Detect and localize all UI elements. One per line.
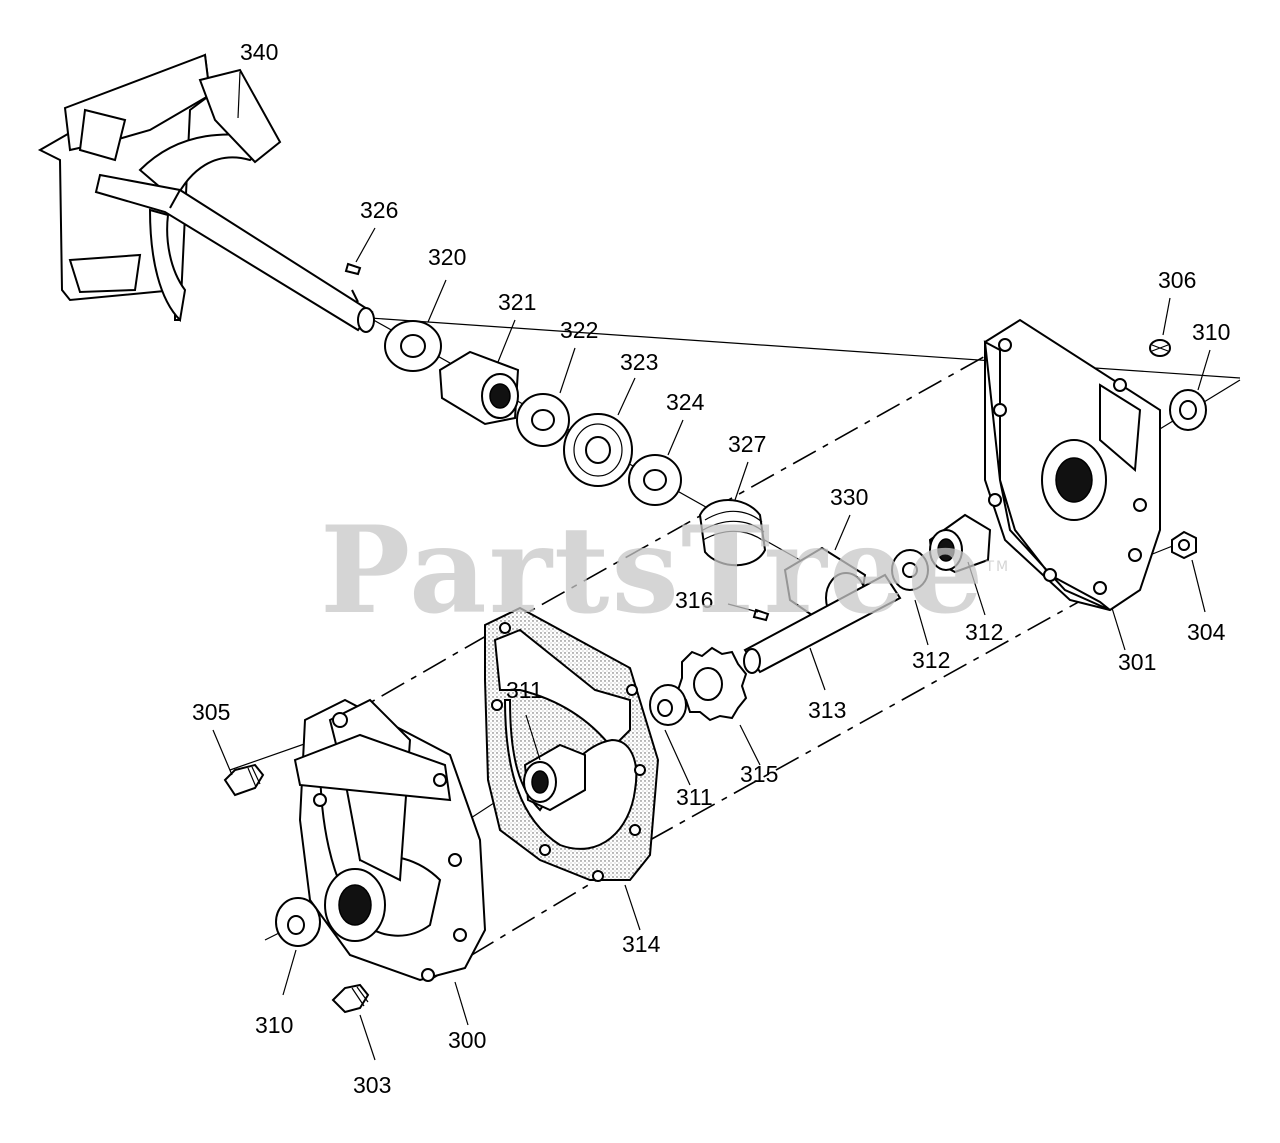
callout-labels: 340 326 320 321 322 323 324 327 330 306 … — [192, 39, 1230, 1098]
callout-323: 323 — [620, 349, 658, 375]
washer-320 — [384, 320, 442, 372]
bolt-305 — [223, 763, 265, 797]
bolt-303 — [331, 983, 370, 1014]
callout-330: 330 — [830, 484, 868, 510]
bushing-311-right — [928, 513, 992, 574]
callout-301: 301 — [1118, 649, 1156, 675]
gear-housing-300 — [293, 698, 487, 982]
callout-303: 303 — [353, 1072, 391, 1098]
washer-312-left — [649, 684, 687, 726]
worm-gear-327 — [698, 499, 767, 567]
callout-320: 320 — [428, 244, 466, 270]
callout-310-left: 310 — [255, 1012, 293, 1038]
callout-322: 322 — [560, 317, 598, 343]
callout-324: 324 — [666, 389, 705, 415]
flange-bushing-310-left — [275, 897, 321, 947]
callout-300: 300 — [448, 1027, 486, 1053]
flange-bushing-310-right — [1169, 389, 1207, 431]
leader-lines — [212, 71, 1211, 1061]
gear-shaft-313 — [743, 573, 902, 674]
key-326 — [344, 262, 362, 276]
spur-gear-315 — [676, 646, 748, 722]
gasket-314 — [484, 606, 660, 882]
auger-assembly-340 — [37, 53, 375, 333]
callout-314: 314 — [622, 931, 661, 957]
callout-312-left: 311 — [676, 784, 713, 810]
callout-311-left: 311 — [506, 677, 543, 703]
callout-321: 321 — [498, 289, 536, 315]
callout-312-right: 312 — [912, 647, 950, 673]
gear-housing-301 — [983, 318, 1161, 612]
bearing-housing-321 — [438, 350, 520, 426]
callout-316: 316 — [675, 587, 713, 613]
callout-313: 313 — [808, 697, 846, 723]
thrust-bearing-323 — [563, 413, 633, 487]
callout-326: 326 — [360, 197, 398, 223]
hex-nut-304 — [1171, 530, 1197, 560]
callout-340: 340 — [240, 39, 278, 65]
callout-315: 315 — [740, 761, 778, 787]
set-screw-306 — [1149, 339, 1171, 357]
callout-311-right: 312 — [965, 619, 1003, 645]
bushing-311-left — [523, 743, 586, 812]
washer-322 — [516, 393, 570, 447]
callout-305: 305 — [192, 699, 230, 725]
washer-312-right — [891, 549, 929, 591]
callout-306: 306 — [1158, 267, 1196, 293]
washer-324 — [628, 454, 682, 506]
callout-304: 304 — [1187, 619, 1226, 645]
callout-310-right: 310 — [1192, 319, 1230, 345]
callout-327: 327 — [728, 431, 766, 457]
key-316 — [752, 608, 770, 622]
